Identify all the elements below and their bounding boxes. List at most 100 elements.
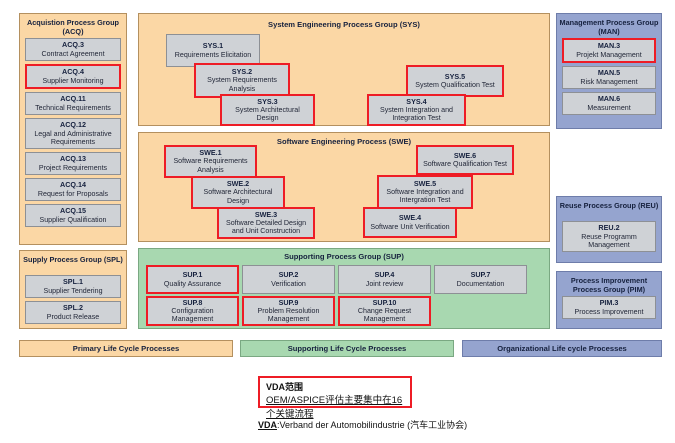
vda-scope-title: VDA范围 — [266, 382, 304, 392]
process-name: Supplier Qualification — [39, 216, 107, 224]
process-name: Software Unit Verification — [370, 222, 450, 231]
process-box-sup7[interactable]: SUP.7 Documentation — [434, 265, 527, 294]
acquisition-process-list: ACQ.3 Contract Agreement ACQ.4 Supplier … — [25, 38, 121, 230]
process-box-sys5[interactable]: SYS.5 System Qualification Test — [406, 65, 504, 97]
process-code: SUP.9 — [278, 297, 299, 307]
process-name: Joint review — [365, 279, 404, 288]
process-name: Measurement — [587, 103, 631, 112]
process-box-sup9[interactable]: SUP.9 Problem Resolution Management — [242, 296, 335, 326]
management-process-group-title: Management Process Group (MAN) — [559, 18, 659, 36]
process-name: Legal and Administrative Requirements — [34, 129, 112, 146]
process-name: Risk Management — [580, 77, 638, 86]
process-name: Product Release — [46, 312, 100, 321]
process-code: SUP.10 — [372, 297, 397, 307]
process-box-swe5[interactable]: SWE.5 Software Integration and Intergrat… — [377, 175, 473, 209]
process-box-sup4[interactable]: SUP.4 Joint review — [338, 265, 431, 294]
reuse-process-list: REU.2 Reuse Programm Management — [562, 221, 656, 255]
process-box-sup10[interactable]: SUP.10 Change Request Management — [338, 296, 431, 326]
process-code: ACQ.12 — [60, 120, 86, 129]
process-name: Contract Agreement — [41, 49, 105, 58]
process-box-man5[interactable]: MAN.5 Risk Management — [562, 66, 656, 89]
process-improvement-process-group-title: Process Improvement Process Group (PIM) — [570, 276, 648, 294]
process-code: SWE.2 — [226, 179, 250, 188]
legend-primary-life-cycle: Primary Life Cycle Processes — [19, 340, 233, 357]
process-box-swe2[interactable]: SWE.2 Software Architectural Design — [191, 176, 285, 209]
process-name: Requirements Elicitation — [174, 50, 252, 59]
process-box-pim3[interactable]: PIM.3 Process Improvement — [562, 296, 656, 319]
process-box-acq12[interactable]: ACQ.12 Legal and Administrative Requirem… — [25, 118, 121, 150]
process-box-spl1[interactable]: SPL.1 Supplier Tendering — [25, 275, 121, 298]
process-code: SWE.5 — [413, 178, 437, 188]
process-code: ACQ.4 — [62, 67, 84, 76]
process-box-acq11[interactable]: ACQ.11 Technical Requirements — [25, 92, 121, 115]
process-code: SUP.1 — [182, 270, 203, 280]
process-code: SPL.2 — [63, 303, 83, 312]
process-code: SWE.4 — [398, 213, 422, 223]
acquisition-process-group-title: Acquistion Process Group (ACQ) — [26, 18, 120, 36]
process-box-sys2[interactable]: SYS.2 System Requirements Analysis — [194, 63, 290, 98]
process-box-acq3[interactable]: ACQ.3 Contract Agreement — [25, 38, 121, 61]
vda-scope-callout: VDA范围 OEM/ASPICE评估主要集中在16个关键流程 — [258, 376, 412, 420]
process-box-acq13[interactable]: ACQ.13 Project Requirements — [25, 152, 121, 176]
process-name: Software Integration and Intergration Te… — [386, 187, 464, 205]
process-name: Configuration Management — [171, 306, 214, 324]
process-code: SWE.3 — [254, 209, 278, 219]
process-box-sup8[interactable]: SUP.8 Configuration Management — [146, 296, 239, 326]
process-name: Reuse Programm Management — [581, 232, 637, 249]
process-code: SUP.8 — [182, 297, 203, 307]
process-code: SWE.6 — [453, 150, 477, 160]
process-name: Software Detailed Design and Unit Constr… — [225, 218, 307, 236]
process-box-swe6[interactable]: SWE.6 Software Qualification Test — [416, 145, 514, 175]
process-name: System Architectural Design — [235, 105, 300, 123]
process-name: Documentation — [456, 279, 505, 288]
supporting-process-group-title: Supporting Process Group (SUP) — [284, 252, 404, 261]
system-engineering-process-group-panel: System Engineering Process Group (SYS) S… — [138, 13, 550, 126]
supply-process-list: SPL.1 Supplier Tendering SPL.2 Product R… — [25, 275, 121, 327]
process-code: SUP.7 — [470, 270, 491, 280]
process-name: Project Requirements — [38, 164, 108, 172]
supporting-process-group-panel: Supporting Process Group (SUP) SUP.1 Qua… — [138, 248, 550, 329]
process-box-spl2[interactable]: SPL.2 Product Release — [25, 301, 121, 324]
process-box-man6[interactable]: MAN.6 Measurement — [562, 92, 656, 115]
process-name: System Integration and Integration Test — [380, 105, 453, 123]
system-engineering-process-group-title: System Engineering Process Group (SYS) — [268, 20, 420, 29]
vda-scope-description: OEM/ASPICE评估主要集中在16个关键流程 — [266, 395, 403, 420]
process-code: SYS.1 — [202, 41, 224, 51]
process-box-acq4[interactable]: ACQ.4 Supplier Monitoring — [25, 64, 121, 89]
process-box-sup1[interactable]: SUP.1 Quality Assurance — [146, 265, 239, 294]
process-code: ACQ.14 — [60, 180, 86, 190]
process-name: Supplier Monitoring — [42, 76, 104, 85]
vda-full-name: :Verband der Automobilindustrie (汽车工业协会) — [277, 420, 468, 430]
process-box-sup2[interactable]: SUP.2 Verification — [242, 265, 335, 294]
vda-abbreviation: VDA — [258, 420, 278, 430]
process-code: REU.2 — [598, 223, 620, 232]
process-improvement-process-group-panel: Process Improvement Process Group (PIM) … — [556, 271, 662, 329]
process-box-sys3[interactable]: SYS.3 System Architectural Design — [220, 94, 315, 126]
acquisition-process-group-panel: Acquistion Process Group (ACQ) ACQ.3 Con… — [19, 13, 127, 245]
process-box-swe1[interactable]: SWE.1 Software Requirements Analysis — [164, 145, 257, 178]
process-box-reu2[interactable]: REU.2 Reuse Programm Management — [562, 221, 656, 253]
process-code: MAN.5 — [597, 68, 621, 77]
process-box-sys4[interactable]: SYS.4 System Integration and Integration… — [367, 94, 466, 126]
process-name: Software Architectural Design — [203, 188, 273, 205]
process-code: MAN.6 — [597, 94, 621, 103]
process-box-acq14[interactable]: ACQ.14 Request for Proposals — [25, 178, 121, 202]
process-name: Problem Resolution Management — [257, 306, 320, 324]
process-code: SWE.1 — [199, 148, 222, 157]
process-box-acq15[interactable]: ACQ.15 Supplier Qualification — [25, 204, 121, 228]
process-code: SYS.2 — [231, 67, 253, 76]
process-code: ACQ.3 — [62, 40, 84, 49]
process-name: Request for Proposals — [37, 190, 109, 198]
process-code: SYS.4 — [406, 96, 427, 106]
software-engineering-process-group-title: Software Engineering Process (SWE) — [276, 137, 412, 146]
reuse-process-group-panel: Reuse Process Group (REU) REU.2 Reuse Pr… — [556, 196, 662, 263]
process-box-man3[interactable]: MAN.3 Projekt Management — [562, 38, 656, 63]
process-name: Process Improvement — [574, 307, 644, 316]
process-code: SUP.2 — [278, 270, 299, 280]
process-box-sys1[interactable]: SYS.1 Requirements Elicitation — [166, 34, 260, 67]
legend-supporting-life-cycle: Supporting Life Cycle Processes — [240, 340, 454, 357]
process-box-swe3[interactable]: SWE.3 Software Detailed Design and Unit … — [217, 207, 315, 239]
process-code: MAN.3 — [597, 41, 621, 50]
process-box-swe4[interactable]: SWE.4 Software Unit Verification — [363, 207, 457, 238]
process-name: Quality Assurance — [163, 279, 222, 288]
